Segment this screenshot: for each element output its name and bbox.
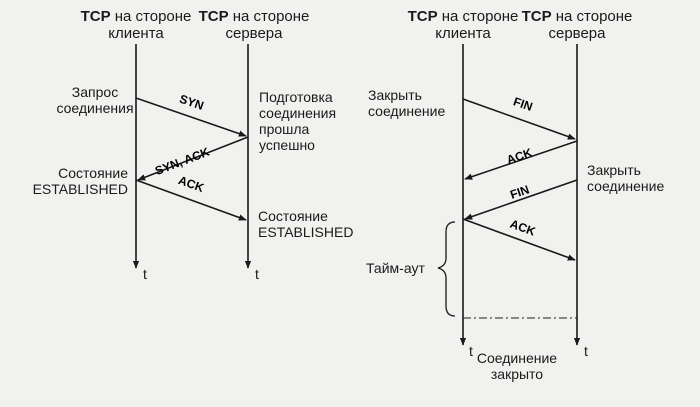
fin2-arrow [464,179,578,220]
timeout-brace [437,221,456,317]
left-server-header: TCP на стороне сервера [198,8,310,42]
right-server-header: TCP на стороне сервера [521,8,633,42]
fin2-label: FIN [508,182,531,202]
fin1-label: FIN [512,94,535,114]
right-client-time-label: t [469,343,473,359]
ack1-label: ACK [505,145,534,167]
left-server-time-label: t [255,266,259,282]
syn-label: SYN [178,92,206,113]
server-prepared-label: Подготовка соединения прошла успешно [259,89,337,153]
left-client-time-label: t [143,266,147,282]
timeout-label: Тайм-аут [366,260,425,276]
fin1-arrow [462,98,576,140]
right-server-time-label: t [584,343,588,359]
ack-arrow [135,179,247,221]
ack1-arrow [464,140,578,180]
ack2-arrow [462,218,576,261]
ack-label-left: ACK [177,173,207,195]
syn-arrow [135,97,247,137]
ack2-label: ACK [508,217,538,239]
synack-arrow [137,136,249,181]
left-client-header: TCP на стороне клиента [80,8,192,42]
right-client-header: TCP на стороне клиента [407,8,519,42]
